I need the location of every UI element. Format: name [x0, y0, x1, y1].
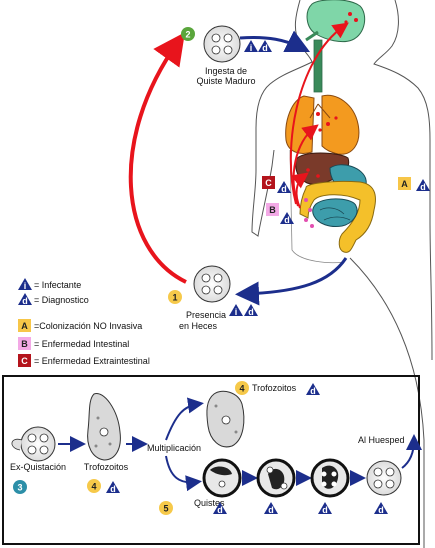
svg-text:C: C	[21, 356, 28, 366]
legend-B: B = Enfermedad Intestinal	[18, 337, 129, 350]
svg-text:A: A	[401, 179, 408, 189]
intestinal-lesion-dots	[304, 198, 314, 228]
cyst-stage-1	[202, 458, 242, 498]
invasion-dots	[306, 12, 358, 178]
mature-cyst-top	[203, 25, 241, 63]
multiplication-up-arrow	[165, 397, 204, 441]
step-2-label-line1: Ingesta de	[205, 66, 247, 76]
trophozoite-lower	[87, 393, 121, 461]
step-1-label-line1: Presencia	[186, 310, 226, 320]
cyst-stage-2	[256, 458, 296, 498]
marker-B: B d	[266, 203, 294, 225]
svg-text:3: 3	[17, 483, 22, 493]
legend-A-text: =Colonización NO Invasiva	[34, 321, 142, 331]
cyst-stage-mature	[366, 460, 402, 496]
svg-text:d: d	[281, 184, 287, 194]
step-4b-marker: 4	[87, 479, 101, 493]
svg-text:d: d	[420, 182, 426, 192]
small-intestine-organ	[312, 198, 358, 227]
svg-text:d: d	[22, 296, 28, 306]
legend-infective: i = Infectante	[18, 278, 81, 291]
step-1-label-line2: en Heces	[179, 321, 218, 331]
svg-text:d: d	[217, 505, 223, 515]
step-5-label: Quistes	[194, 498, 225, 508]
svg-text:i: i	[235, 307, 238, 317]
legend-B-text: = Enfermedad Intestinal	[34, 339, 129, 349]
legend-A: A =Colonización NO Invasiva	[18, 319, 142, 332]
svg-text:C: C	[265, 178, 272, 188]
legend-infectante-text: = Infectante	[34, 280, 81, 290]
infective-badge-top: i	[244, 40, 258, 53]
svg-text:d: d	[110, 484, 116, 494]
multiplication-label: Multiplicación	[147, 443, 201, 453]
right-lung-organ	[321, 94, 360, 155]
excysting-cyst	[11, 426, 56, 462]
diagnostic-badge-troph-upper: d	[306, 383, 320, 396]
svg-text:4: 4	[239, 384, 244, 394]
ingestion-blue-arrow	[239, 30, 311, 53]
svg-text:1: 1	[172, 293, 177, 303]
diagnostic-badge-troph-lower: d	[106, 481, 120, 494]
to-host-label: Al Huesped	[358, 435, 405, 445]
svg-text:i: i	[24, 281, 27, 291]
excretion-blue-arrow	[235, 257, 348, 306]
step-3-marker: 3	[13, 480, 27, 494]
svg-text:d: d	[310, 386, 316, 396]
legend-diagnostico-text: = Diagnostico	[34, 295, 89, 305]
svg-text:B: B	[21, 339, 28, 349]
legend-diagnostic: d = Diagnostico	[18, 293, 89, 306]
legend-C: C = Enfermedad Extraintestinal	[18, 354, 150, 367]
trophozoite-upper	[206, 390, 245, 448]
diagnostic-badge-feces: d	[244, 304, 258, 317]
marker-A: A d	[398, 177, 430, 192]
svg-text:5: 5	[163, 504, 168, 514]
svg-text:2: 2	[185, 30, 190, 40]
svg-text:A: A	[21, 321, 28, 331]
legend: i = Infectante d = Diagnostico A =Coloni…	[18, 278, 150, 367]
outer-line	[349, 257, 425, 548]
infective-badge-feces: i	[229, 304, 243, 317]
step-2-marker: 2	[181, 27, 195, 41]
marker-C: C d	[262, 176, 291, 194]
diagnostic-badges-cysts: d d d d	[213, 502, 388, 515]
legend-C-text: = Enfermedad Extraintestinal	[34, 356, 150, 366]
intestinal-cycle-panel	[2, 375, 420, 545]
extraintestinal-arrows	[289, 22, 349, 209]
svg-text:d: d	[322, 505, 328, 515]
svg-text:d: d	[284, 215, 290, 225]
svg-text:B: B	[269, 205, 276, 215]
svg-text:d: d	[268, 505, 274, 515]
multiplication-down-arrow	[165, 455, 202, 492]
step-4b-label: Trofozoitos	[84, 462, 129, 472]
to-host-arrow	[401, 434, 422, 469]
svg-text:i: i	[250, 43, 253, 53]
cyst-stage-3	[310, 458, 350, 498]
svg-text:d: d	[262, 43, 268, 53]
svg-text:4: 4	[91, 482, 96, 492]
cycle-red-arrow	[128, 32, 187, 284]
step-1-marker: 1	[168, 290, 182, 304]
diagnostic-badge-top: d	[258, 40, 272, 53]
step-3-label: Ex-Quistación	[10, 462, 66, 472]
step-5-marker: 5	[159, 501, 173, 515]
esophagus-organ	[313, 39, 323, 93]
step-4a-marker: 4	[235, 381, 249, 395]
svg-text:d: d	[248, 307, 254, 317]
step-2-label-line2: Quiste Maduro	[196, 76, 255, 86]
mature-cyst-feces	[193, 265, 231, 303]
brain-organ	[306, 0, 366, 43]
svg-text:d: d	[378, 505, 384, 515]
step-4a-label: Trofozoitos	[252, 383, 297, 393]
